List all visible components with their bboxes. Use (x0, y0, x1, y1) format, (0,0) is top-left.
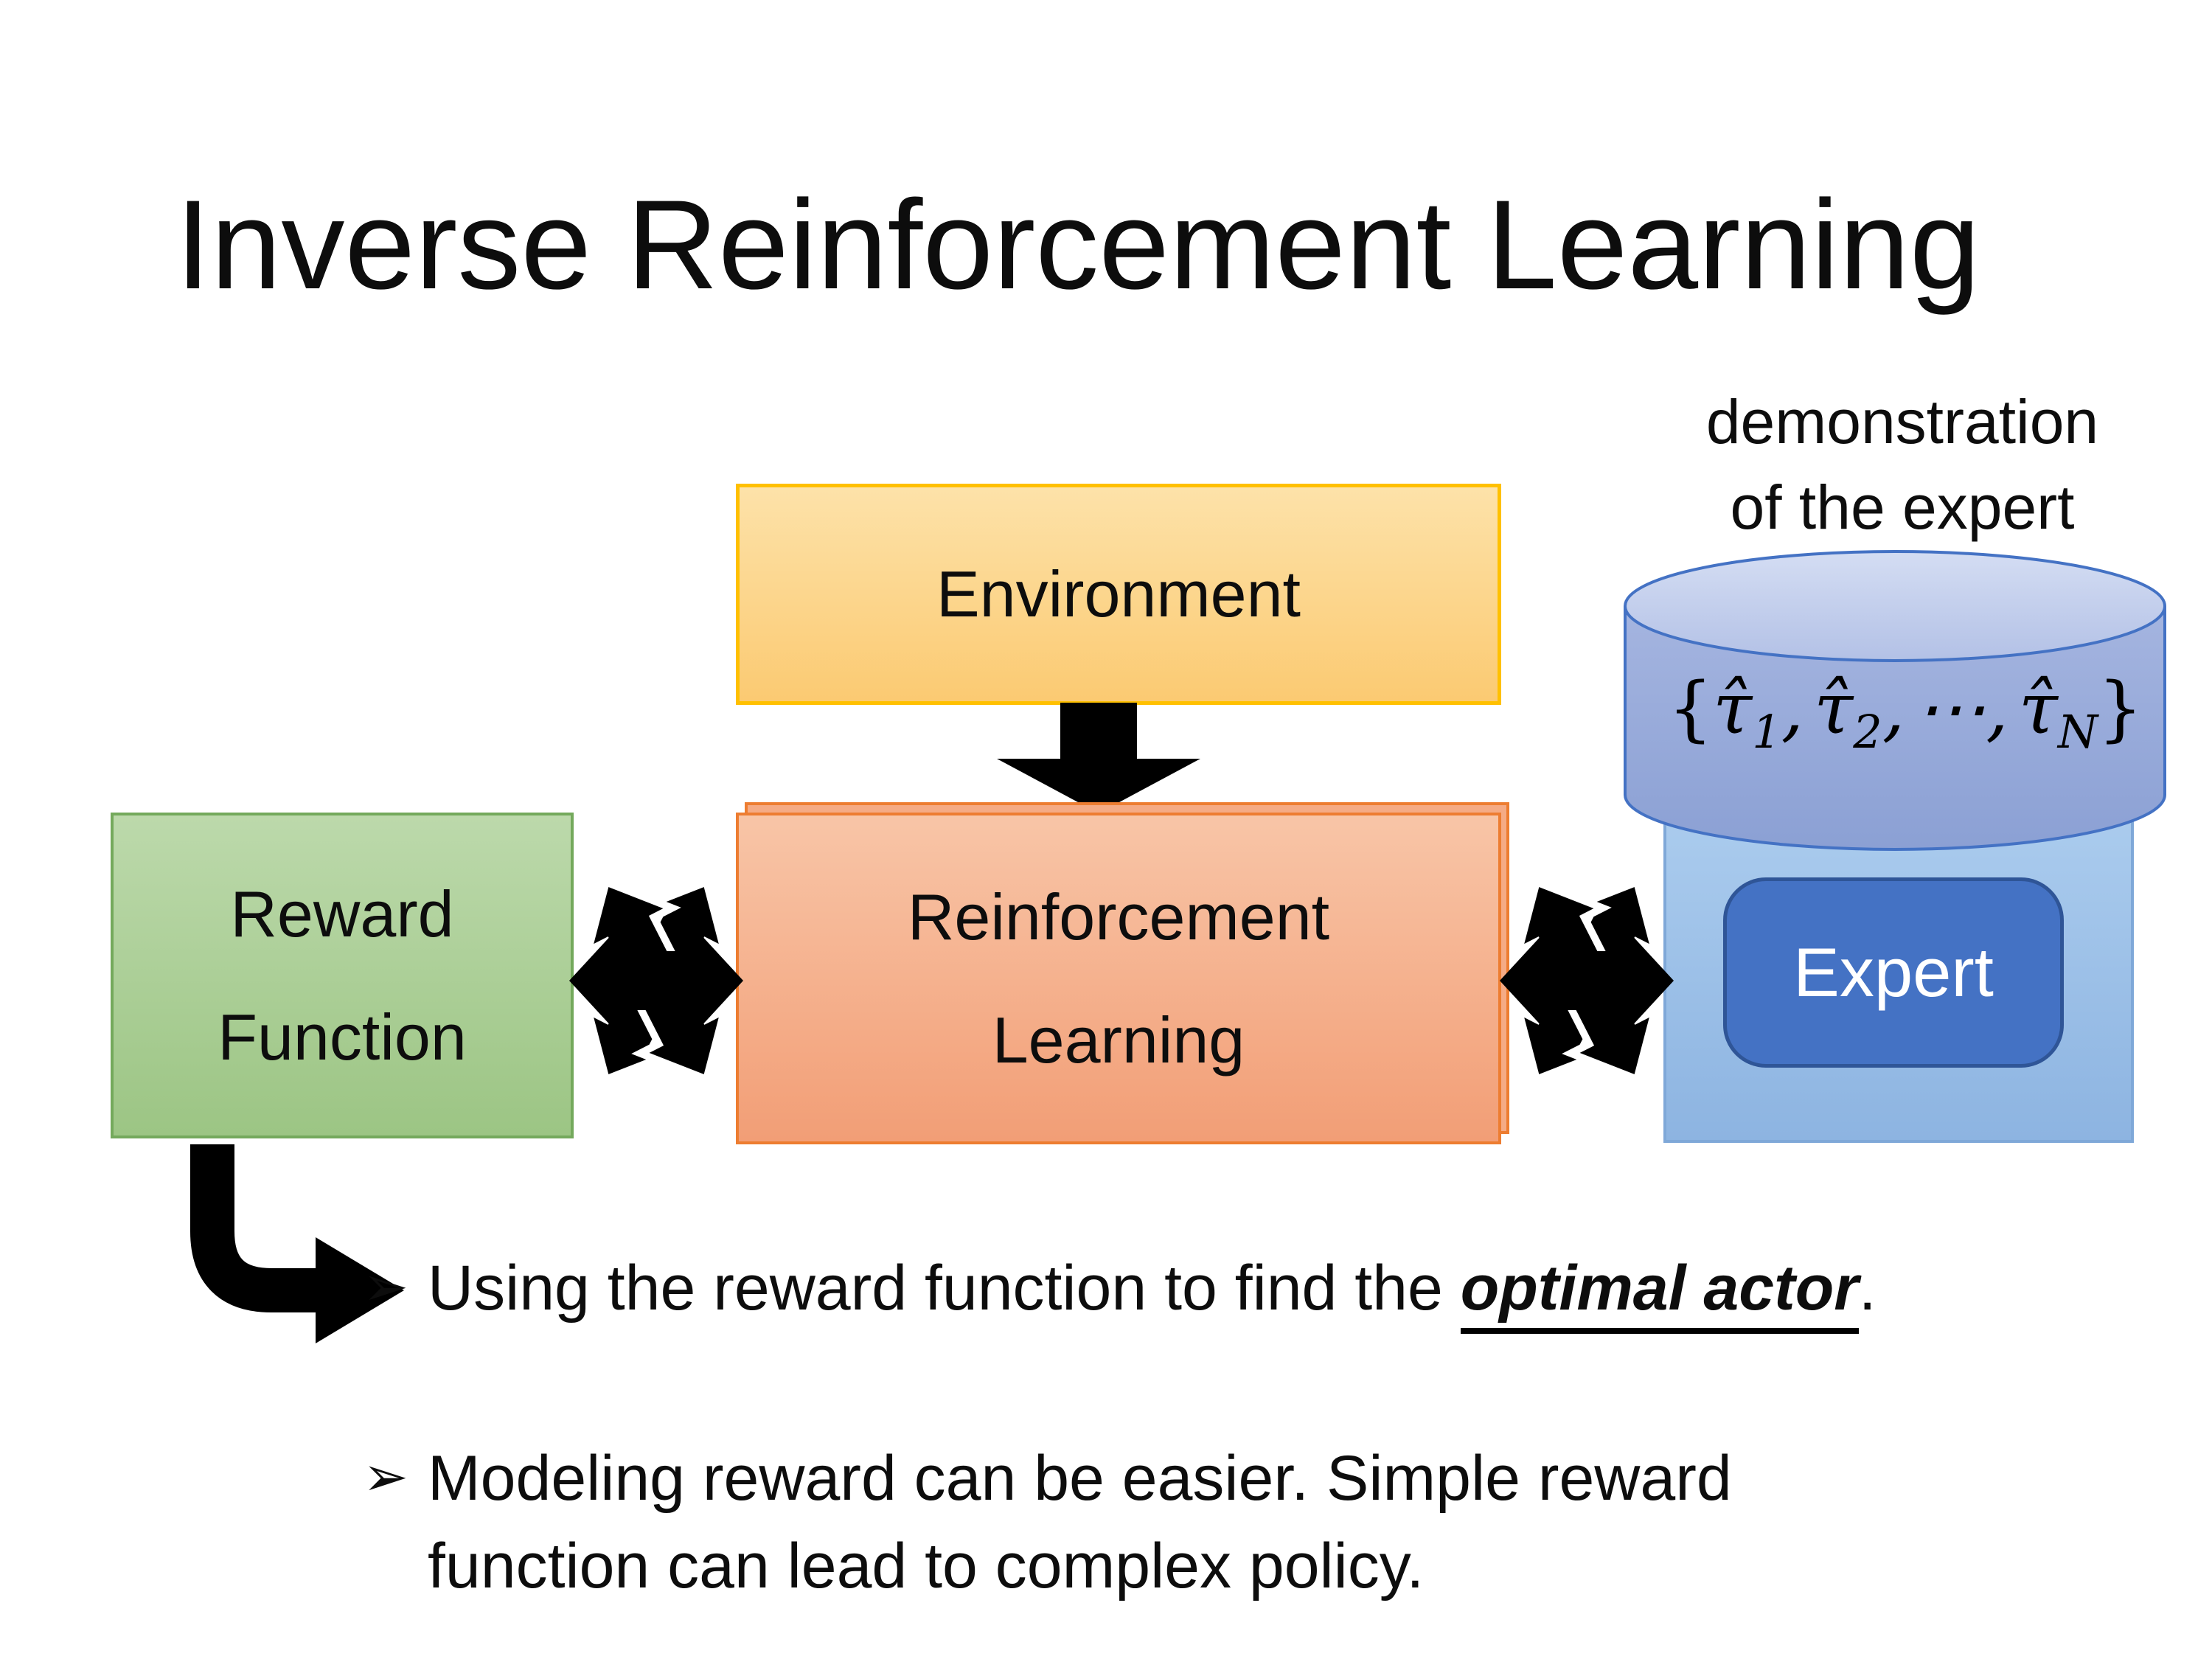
formula-open-brace: { (1668, 667, 1714, 750)
bullet-using-reward: ➢ Using the reward function to find the … (363, 1245, 1877, 1334)
formula-sub2: 2 (1853, 705, 1882, 759)
bullet1-text: Using the reward function to find the op… (428, 1245, 1877, 1334)
rl-expert-double-arrow-icon (1500, 877, 1674, 1085)
reward-function-box: Reward Function (111, 813, 574, 1138)
bullet1-post: . (1858, 1253, 1877, 1324)
expert-label: Expert (1793, 933, 1994, 1011)
reward-function-label: Reward Function (218, 852, 467, 1099)
expert-box: Expert (1723, 877, 2064, 1068)
formula-close-brace: } (2098, 667, 2143, 750)
formula-comma2: , (1882, 667, 1916, 750)
formula-tauN: τ̂ (2018, 667, 2058, 750)
page-title: Inverse Reinforcement Learning (175, 174, 1980, 316)
formula-comma3: , (1986, 667, 2019, 750)
formula-tau1: τ̂ (1713, 667, 1753, 750)
formula-subN: N (2057, 705, 2098, 759)
rl-label-line1: Reinforcement (907, 880, 1330, 953)
reward-label-line1: Reward (230, 877, 454, 950)
bullet1-pre: Using the reward function to find the (428, 1253, 1461, 1324)
formula-comma1: , (1781, 667, 1815, 750)
trajectory-set-formula: {τ̂1,τ̂2,⋯,τ̂N} (1668, 667, 2143, 755)
environment-label: Environment (936, 557, 1301, 630)
formula-dots: ⋯ (1915, 667, 1986, 750)
elbow-arrow-icon (190, 1144, 404, 1343)
environment-box: Environment (736, 484, 1501, 705)
annotation-line1: demonstration (1705, 387, 2099, 456)
rl-label-line2: Learning (992, 1004, 1245, 1077)
reward-label-line2: Function (218, 1001, 467, 1074)
bullet-arrow-icon: ➢ (363, 1445, 409, 1509)
down-arrow-icon (997, 703, 1200, 813)
annotation-line2: of the expert (1730, 472, 2075, 542)
reinforcement-learning-box: Reinforcement Learning (736, 813, 1501, 1144)
bullet2-text: Modeling reward can be easier. Simple re… (428, 1435, 1732, 1610)
bullet2-line2: function can lead to complex policy. (428, 1530, 1425, 1601)
bullet1-emphasis: optimal actor (1460, 1253, 1859, 1334)
formula-tau2: τ̂ (1814, 667, 1854, 750)
bullet-arrow-icon: ➢ (363, 1255, 409, 1318)
reward-rl-double-arrow-icon (569, 877, 743, 1085)
bullet-modeling-reward: ➢ Modeling reward can be easier. Simple … (363, 1435, 1732, 1610)
demonstration-database-cylinder-icon (1624, 550, 2166, 851)
reinforcement-learning-label: Reinforcement Learning (908, 855, 1329, 1102)
formula-sub1: 1 (1752, 705, 1781, 759)
demonstration-annotation: demonstration of the expert (1593, 380, 2212, 551)
bullet2-line1: Modeling reward can be easier. Simple re… (428, 1443, 1732, 1514)
